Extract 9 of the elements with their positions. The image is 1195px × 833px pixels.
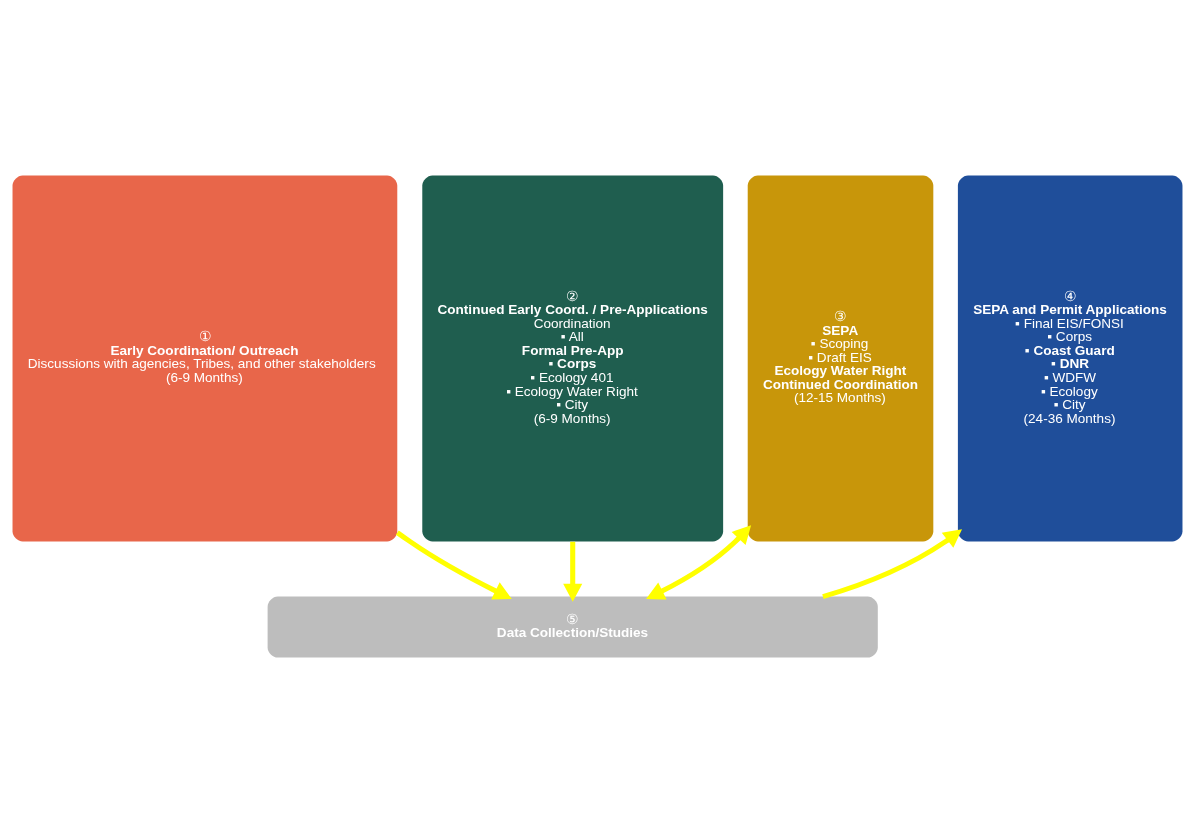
node-box: ③ SEPA ▪ Scoping ▪ Draft EIS Ecology Water Right Continued Coordination (12-15 Months) <box>747 175 934 542</box>
arrow <box>646 525 752 600</box>
node-box: ④ SEPA and Permit Applications ▪ Final EIS/FONSI ▪ Corps ▪ Coast Guard ▪ DNR ▪ WDFW ▪ Ecology ▪ City (24-36 Months) <box>957 175 1183 542</box>
arrow <box>822 529 963 599</box>
node-box: ② Continued Early Coord. / Pre-Applications Coordination ▪ All Formal Pre-App ▪ Corps ▪ Ecology 401 ▪ Ecology Water Right ▪ City (6-9 Months) <box>422 175 724 542</box>
node-box: ① Early Coordination/ Outreach Discussions with agencies, Tribes, and other stakeholders (6-9 Months) <box>12 175 398 542</box>
arrow <box>563 541 583 602</box>
node-box: ⑤ Data Collection/Studies <box>267 596 878 658</box>
arrow <box>395 530 512 600</box>
